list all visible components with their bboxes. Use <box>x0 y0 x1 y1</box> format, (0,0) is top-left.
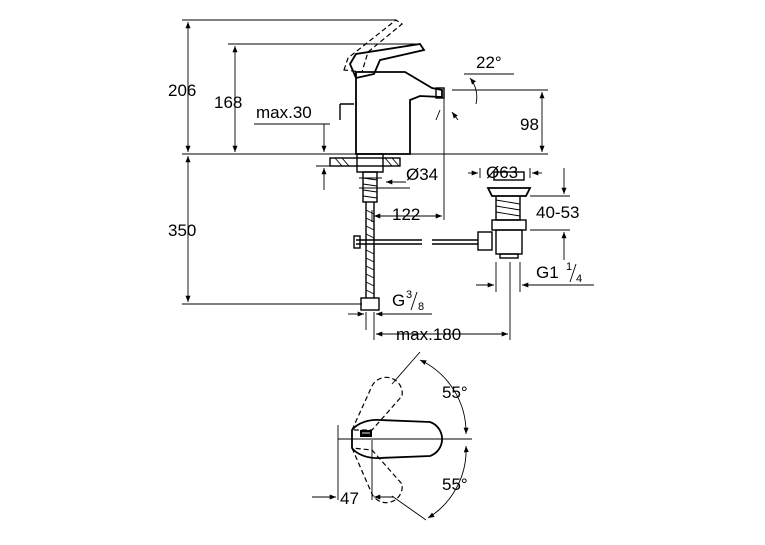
dim-168: 168 <box>214 93 242 112</box>
dim-max180: max.180 <box>396 325 461 344</box>
drain-tube <box>495 229 523 255</box>
top-view-logo <box>360 430 372 437</box>
drain-connector <box>477 231 493 251</box>
drain-plug <box>486 187 532 197</box>
top-view-body <box>351 419 443 459</box>
faucet-handle <box>348 43 426 80</box>
dim-dia63: Ø63 <box>486 163 518 182</box>
dim-122: 122 <box>392 205 420 224</box>
faucet-body <box>355 71 443 155</box>
faucet-side-view <box>182 19 548 311</box>
faucet-top-view <box>312 351 472 521</box>
threaded-shank <box>362 171 378 203</box>
dim-206: 206 <box>168 81 196 100</box>
dim-max30: max.30 <box>256 103 312 122</box>
faucet-handle-raised <box>343 19 404 73</box>
lever-right-position <box>351 447 403 504</box>
dim-g38-den: 8 <box>418 301 424 313</box>
dim-98: 98 <box>520 115 539 134</box>
dim-angle-55-bottom: 55° <box>442 475 468 494</box>
aerator <box>435 87 445 99</box>
dim-g1-den: 4 <box>576 273 582 285</box>
dim-g1-num: 1 <box>566 261 572 273</box>
popup-rod <box>339 103 354 120</box>
dim-47: 47 <box>340 489 359 508</box>
dim-g38-num: 3 <box>406 289 412 301</box>
mounting-flange <box>356 153 384 173</box>
dim-dia34: Ø34 <box>406 165 438 184</box>
hose-nut <box>360 297 380 311</box>
dim-350: 350 <box>168 221 196 240</box>
counter-section <box>329 157 401 167</box>
dim-40-53: 40-53 <box>536 203 579 222</box>
dimension-labels: 206 168 max.30 22° 98 Ø34 Ø63 122 40-53 … <box>168 53 582 508</box>
lever-left-position <box>351 376 403 431</box>
dim-g38-main: G <box>392 291 405 310</box>
dim-angle-55-top: 55° <box>442 383 468 402</box>
waste-drain <box>477 171 532 259</box>
dim-g1-main: G1 <box>536 263 559 282</box>
drain-cap <box>493 171 525 181</box>
dim-angle-22: 22° <box>476 53 502 72</box>
dimension-lines <box>182 19 594 340</box>
